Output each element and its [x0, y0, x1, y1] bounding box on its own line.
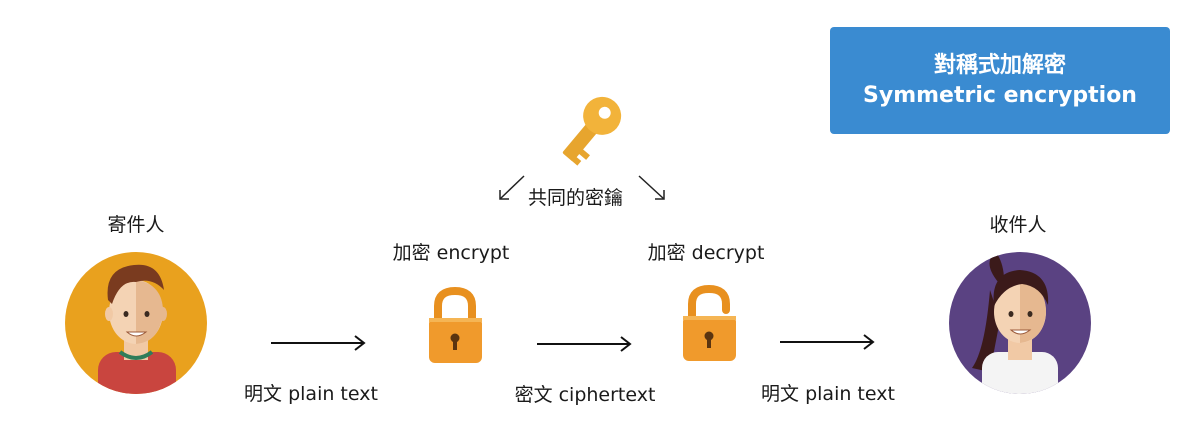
- arrow-plain-to-encrypt: [271, 335, 366, 351]
- plaintext-left-label: 明文 plain text: [244, 383, 378, 405]
- ciphertext-label: 密文 ciphertext: [514, 384, 656, 406]
- arrow-to-decrypt: [638, 175, 665, 200]
- arrow-to-encrypt: [499, 175, 525, 200]
- receiver-avatar: [949, 252, 1091, 394]
- sender-label: 寄件人: [107, 214, 165, 236]
- key-icon: [562, 96, 622, 166]
- sender-avatar: [65, 252, 207, 394]
- lock-open-icon: [683, 284, 736, 361]
- lock-closed-icon: [429, 286, 482, 363]
- arrow-decrypt-to-plain: [780, 334, 875, 350]
- arrow-cipher-to-decrypt: [537, 336, 632, 352]
- shared-key-label: 共同的密鑰: [528, 187, 624, 209]
- decrypt-label: 加密 decrypt: [647, 242, 765, 264]
- title-line-1: 對稱式加解密: [933, 52, 1066, 78]
- receiver-label: 收件人: [989, 214, 1047, 236]
- plaintext-right-label: 明文 plain text: [761, 383, 895, 405]
- title-line-2: Symmetric encryption: [863, 82, 1137, 108]
- encrypt-label: 加密 encrypt: [392, 242, 510, 264]
- title-box: 對稱式加解密 Symmetric encryption: [830, 27, 1170, 134]
